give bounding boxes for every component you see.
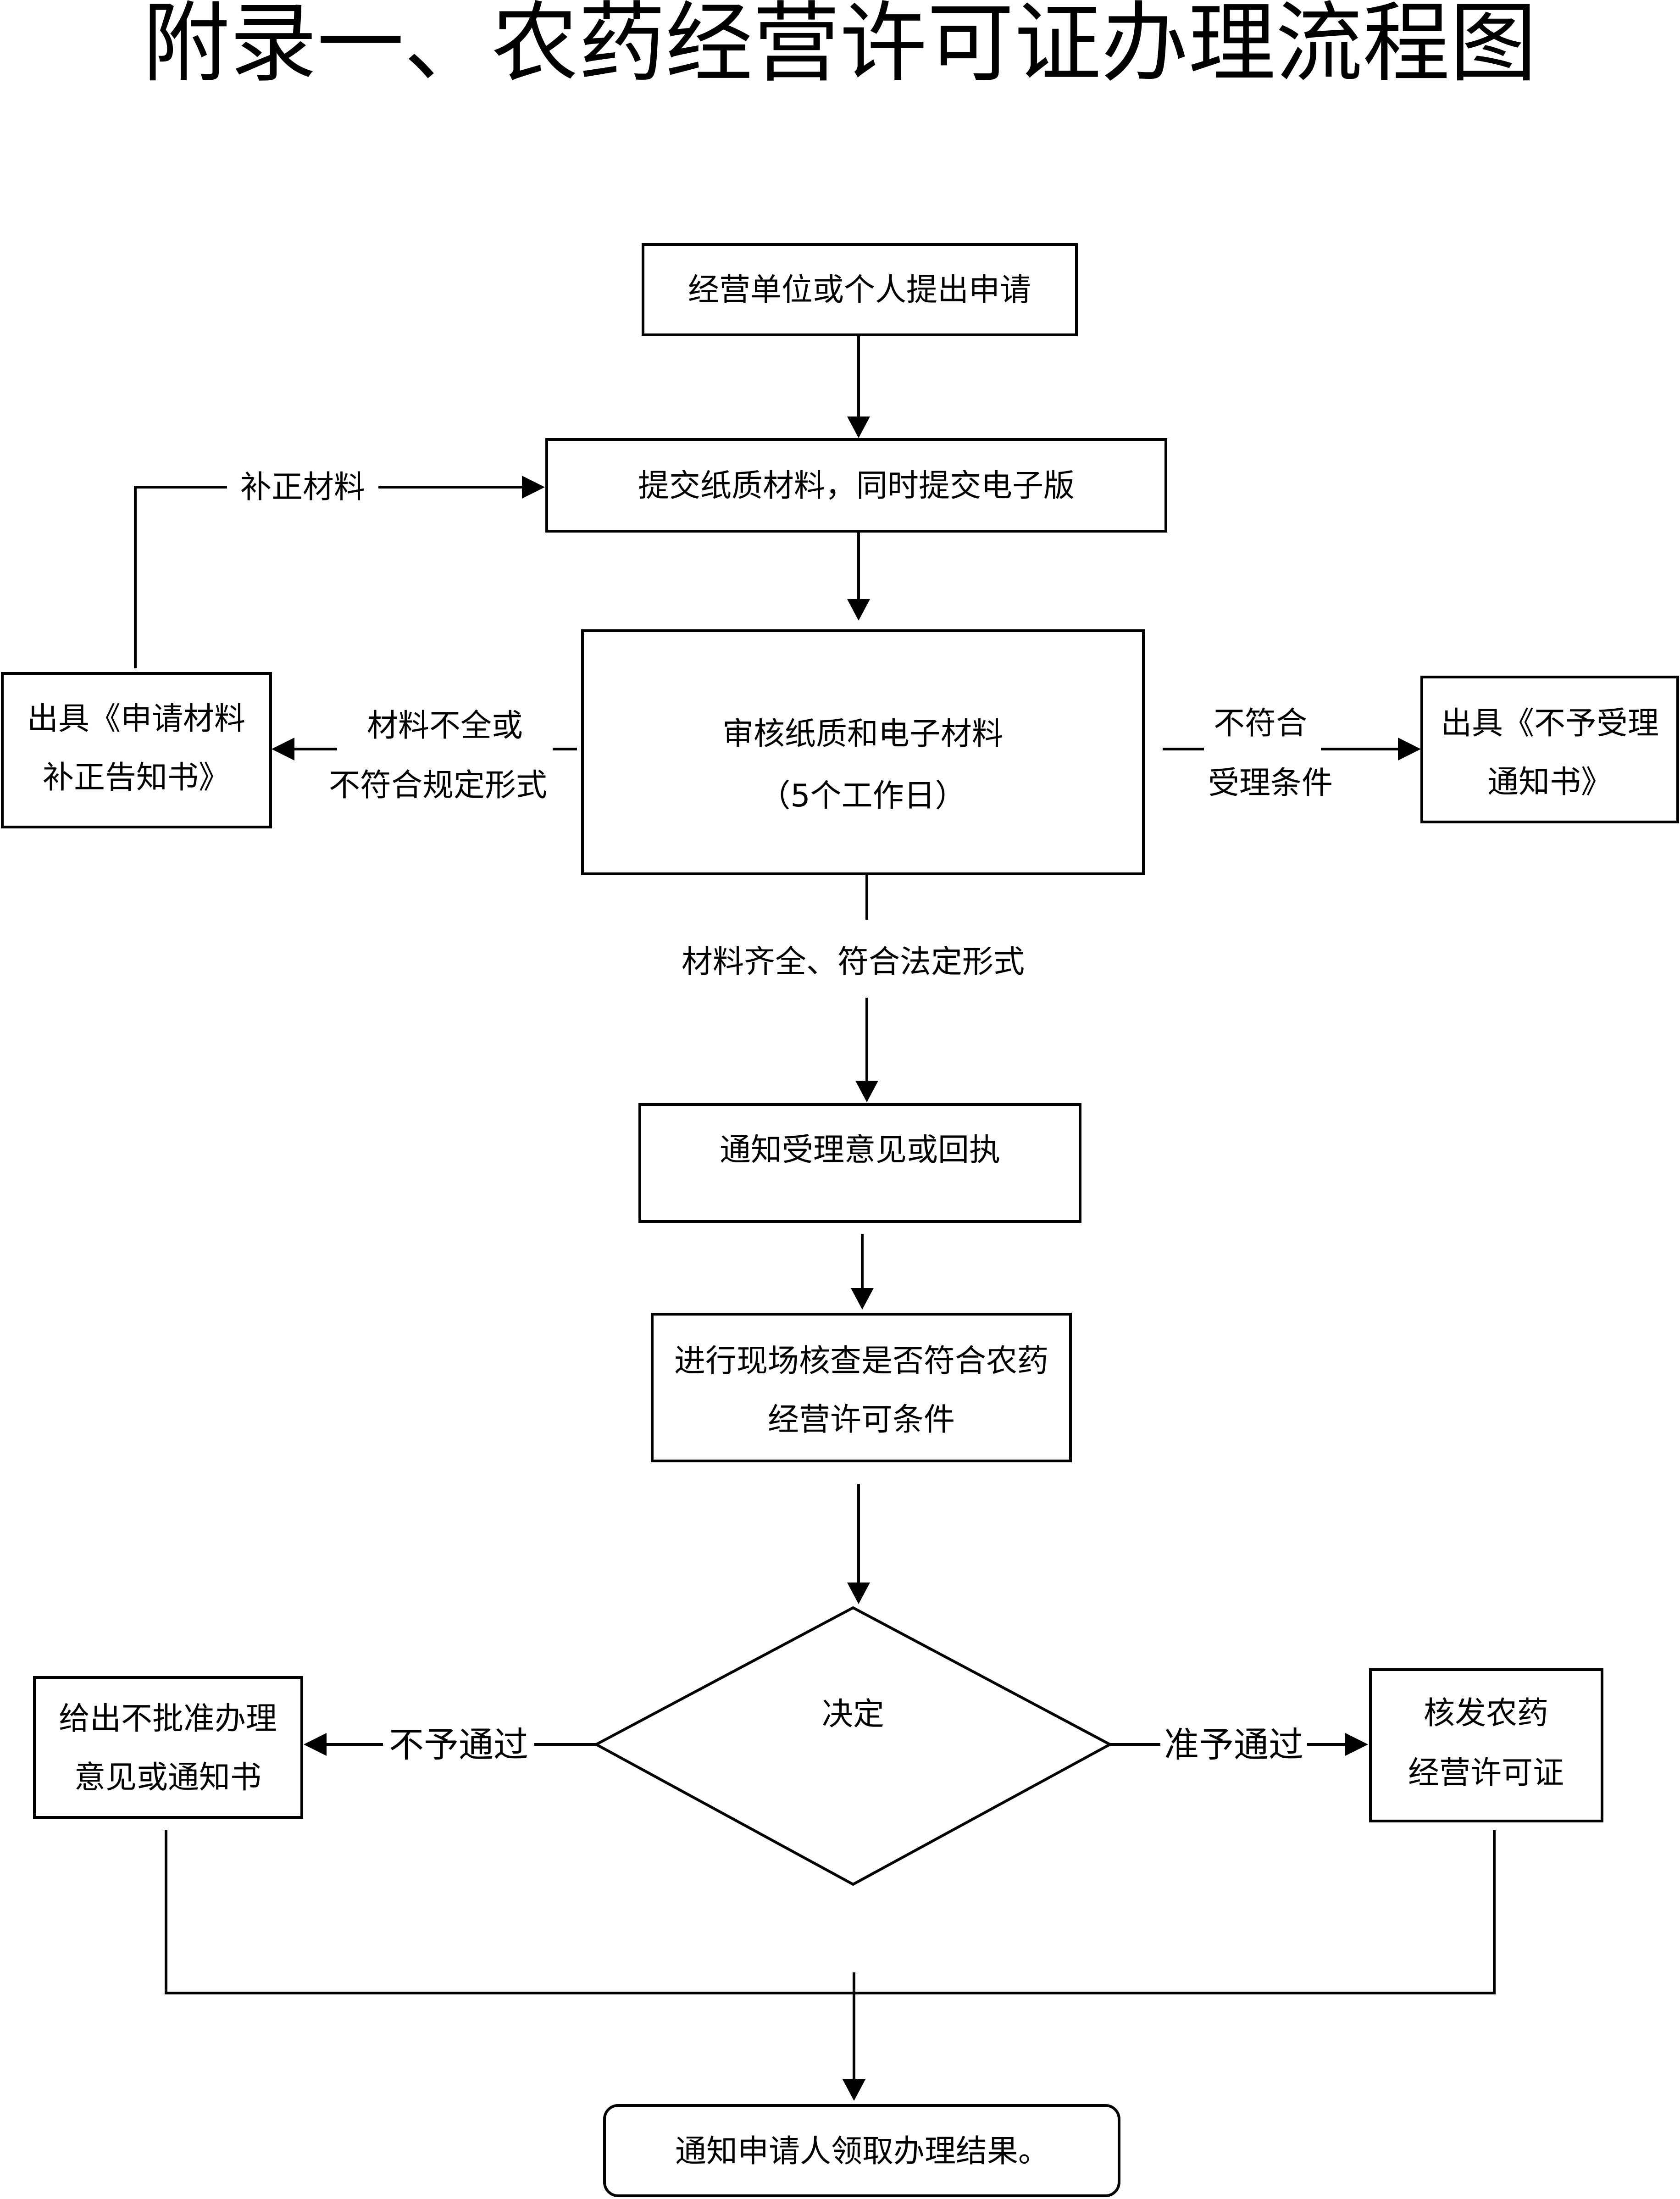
arrowhead <box>272 738 294 761</box>
node-site-check: 进行现场核查是否符合农药 经营许可条件 <box>651 1313 1072 1462</box>
edge-label-supplement: 补正材料 <box>240 469 365 505</box>
arrowhead <box>851 1288 874 1310</box>
node-review-text-line2: （5个工作日） <box>759 778 966 814</box>
arrowhead <box>1398 738 1421 761</box>
arrowhead <box>304 1733 327 1756</box>
edge-label-complete: 材料齐全、符合法定形式 <box>682 944 1025 980</box>
node-site-check-line1: 进行现场核查是否符合农药 <box>674 1343 1048 1379</box>
node-supplement-notice-line2: 补正告知书》 <box>43 760 230 796</box>
edge-label-deny: 不予通过 <box>389 1724 528 1765</box>
node-reject-notice-line1: 出具《不予受理 <box>1441 705 1659 742</box>
node-site-check-line2: 经营许可条件 <box>768 1402 955 1438</box>
node-apply-text: 经营单位或个人提出申请 <box>688 272 1031 308</box>
node-accept-notice-text: 通知受理意见或回执 <box>720 1132 1000 1168</box>
arrowhead <box>522 476 545 499</box>
node-submit-text: 提交纸质材料，同时提交电子版 <box>638 468 1075 504</box>
node-deny-line1: 给出不批准办理 <box>59 1701 277 1737</box>
arrowhead <box>847 1583 870 1604</box>
node-issue-line2: 经营许可证 <box>1408 1755 1564 1791</box>
arrowhead <box>855 1081 878 1102</box>
edge-label-approve: 准予通过 <box>1164 1724 1303 1765</box>
node-submit: 提交纸质材料，同时提交电子版 <box>545 438 1167 533</box>
node-issue-line1: 核发农药 <box>1424 1695 1548 1732</box>
arrowhead <box>847 416 870 438</box>
edge-label-incomplete-line1: 材料不全或 <box>367 708 523 744</box>
node-review-text-line1: 审核纸质和电子材料 <box>722 716 1003 752</box>
node-review: 审核纸质和电子材料 （5个工作日） <box>581 629 1145 875</box>
arrowhead <box>843 2079 865 2101</box>
node-decision: 决定 <box>593 1606 1113 1886</box>
edge-label-incomplete-line2: 不符合规定形式 <box>329 767 547 804</box>
node-supplement-notice: 出具《申请材料 补正告知书》 <box>1 672 272 828</box>
edge-supplement-loop-left <box>134 486 227 668</box>
arrowhead <box>1345 1733 1368 1756</box>
edge-label-not-eligible-line2: 受理条件 <box>1208 765 1333 801</box>
node-deny-line2: 意见或通知书 <box>74 1760 261 1796</box>
node-decision-text: 决定 <box>822 1696 884 1733</box>
node-reject-notice: 出具《不予受理 通知书》 <box>1420 676 1679 823</box>
edge-label-not-eligible-line1: 不符合 <box>1214 705 1307 742</box>
node-apply: 经营单位或个人提出申请 <box>642 243 1078 336</box>
node-supplement-notice-line1: 出具《申请材料 <box>27 701 245 737</box>
node-reject-notice-line2: 通知书》 <box>1487 764 1612 800</box>
arrowhead <box>847 599 870 621</box>
node-issue: 核发农药 经营许可证 <box>1369 1668 1603 1822</box>
node-result: 通知申请人领取办理结果。 <box>603 2104 1120 2197</box>
node-accept-notice: 通知受理意见或回执 <box>638 1103 1081 1223</box>
node-result-text: 通知申请人领取办理结果。 <box>675 2133 1049 2170</box>
edge-merge-results <box>165 1830 1496 1994</box>
page-title: 附录一、农药经营许可证办理流程图 <box>143 0 1537 94</box>
node-deny: 给出不批准办理 意见或通知书 <box>33 1676 303 1819</box>
